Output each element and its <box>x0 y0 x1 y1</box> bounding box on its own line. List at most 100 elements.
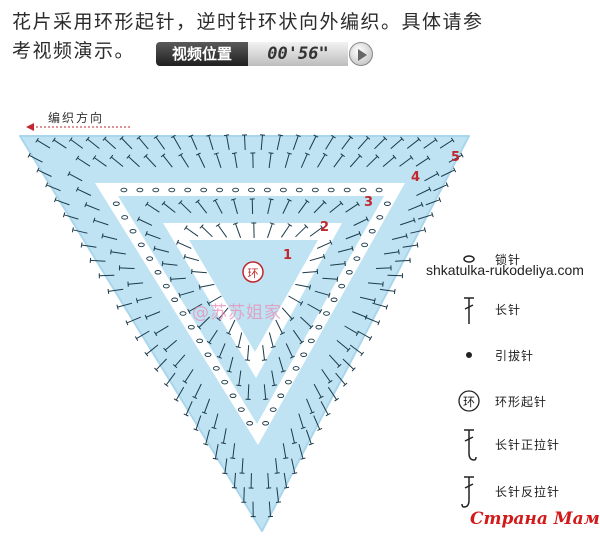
intro-line-2: 考视频演示。 <box>12 40 136 62</box>
video-position-label: 视频位置 <box>156 42 248 66</box>
double-crochet-cap <box>176 239 180 245</box>
double-crochet-cap <box>196 325 202 330</box>
double-crochet-cap <box>375 154 380 159</box>
double-crochet-cap <box>195 199 200 204</box>
double-crochet-cap <box>182 380 188 384</box>
front-post-icon <box>464 429 477 461</box>
double-crochet-mark <box>190 135 198 150</box>
double-crochet-mark <box>138 137 149 150</box>
double-crochet-cap <box>153 331 158 337</box>
double-crochet-cap <box>216 355 222 359</box>
double-crochet-mark <box>146 233 161 240</box>
double-crochet-mark <box>85 204 100 211</box>
chain-stitch-mark <box>196 338 204 344</box>
double-crochet-mark <box>276 135 281 151</box>
double-crochet-cap <box>119 136 124 141</box>
intro-line-1: 花片采用环形起针，逆时针环状向外编织。具体请参 <box>12 11 484 33</box>
double-crochet-mark <box>295 283 311 288</box>
stitch-legend: 锁针 长针 引拔针 环 环形起针 长针正拉针 <box>455 242 595 522</box>
double-crochet-mark <box>282 199 290 214</box>
double-crochet-mark <box>400 219 415 226</box>
triangle-outer <box>19 135 470 532</box>
double-crochet-cap <box>172 364 178 369</box>
double-crochet-cap <box>373 298 376 304</box>
play-icon[interactable] <box>349 42 373 66</box>
double-crochet-mark <box>126 316 141 324</box>
chain-stitch-mark <box>323 311 330 316</box>
double-crochet-mark <box>63 214 79 220</box>
double-crochet-cap <box>337 363 342 368</box>
video-position-badge[interactable]: 视频位置 00'56" <box>156 42 373 66</box>
double-crochet-cap <box>322 152 328 157</box>
double-crochet-cap <box>291 442 298 445</box>
double-crochet-cap <box>346 347 351 353</box>
double-crochet-cap <box>428 186 432 192</box>
double-crochet-cap <box>453 167 457 173</box>
double-crochet-mark <box>155 136 166 150</box>
chain-stitch-mark <box>277 393 285 399</box>
chain-stitch-mark <box>248 187 255 193</box>
double-crochet-cap <box>416 242 419 248</box>
chain-stitch-mark <box>120 187 128 193</box>
double-crochet-cap <box>309 284 311 290</box>
double-crochet-cap <box>436 171 440 177</box>
double-crochet-cap <box>434 137 438 142</box>
double-crochet-cap <box>365 216 369 222</box>
arrow-left-icon <box>26 123 130 131</box>
double-crochet-cap <box>339 200 344 206</box>
double-crochet-cap <box>178 152 183 157</box>
knitting-direction: 编织方向 <box>26 109 132 133</box>
double-crochet-cap <box>125 320 129 326</box>
double-crochet-mark <box>268 332 274 348</box>
legend-row-slip: 引拔针 <box>455 338 595 374</box>
double-crochet-cap <box>323 253 326 260</box>
back-post-icon <box>461 476 474 508</box>
double-crochet-mark <box>93 219 109 226</box>
double-crochet-mark <box>214 200 223 214</box>
double-crochet-mark <box>353 218 368 226</box>
double-crochet-cap <box>85 136 90 142</box>
legend-label-magic-ring: 环形起针 <box>495 395 548 409</box>
double-crochet-mark <box>194 383 202 398</box>
chain-stitch-mark <box>146 256 154 261</box>
chain-stitch-mark <box>330 297 338 303</box>
double-crochet-cap <box>280 370 286 373</box>
double-crochet-mark <box>237 332 243 348</box>
double-crochet-mark <box>70 139 84 149</box>
double-crochet-cap <box>199 224 204 229</box>
double-crochet-mark <box>321 369 331 383</box>
double-crochet-cap <box>36 167 40 173</box>
double-crochet-cap <box>261 359 268 361</box>
double-crochet-cap <box>135 298 139 304</box>
double-crochet-cap <box>212 457 218 460</box>
double-crochet-cap <box>178 292 181 298</box>
double-crochet-cap <box>143 153 148 159</box>
double-crochet-mark <box>345 233 360 240</box>
double-crochet-mark <box>208 329 218 343</box>
double-crochet-mark <box>235 223 242 238</box>
double-crochet-mark <box>328 354 340 367</box>
double-crochet-cap <box>438 197 442 203</box>
double-crochet-mark <box>146 203 160 213</box>
double-crochet-mark <box>292 329 303 343</box>
chain-stitch-mark <box>204 352 212 357</box>
double-crochet-mark <box>291 458 296 474</box>
double-crochet-mark <box>417 214 433 220</box>
double-crochet-cap <box>279 331 285 336</box>
double-crochet-cap <box>213 152 219 155</box>
chain-stitch-mark <box>154 270 162 275</box>
legend-row-front-post: 长针正拉针 <box>455 427 595 463</box>
double-crochet-mark <box>184 256 200 262</box>
double-crochet-mark <box>72 229 88 234</box>
chain-stitch-mark <box>292 366 300 371</box>
double-crochet-cap <box>215 223 221 227</box>
double-crochet-mark <box>68 173 83 182</box>
double-crochet-mark <box>175 386 185 401</box>
chain-stitch-mark <box>229 393 237 399</box>
double-crochet-cap <box>109 154 114 160</box>
double-crochet-cap <box>163 347 168 353</box>
double-crochet-mark <box>302 271 318 274</box>
double-crochet-cap <box>299 340 305 345</box>
double-crochet-cap <box>75 186 79 192</box>
double-crochet-mark <box>335 372 346 385</box>
